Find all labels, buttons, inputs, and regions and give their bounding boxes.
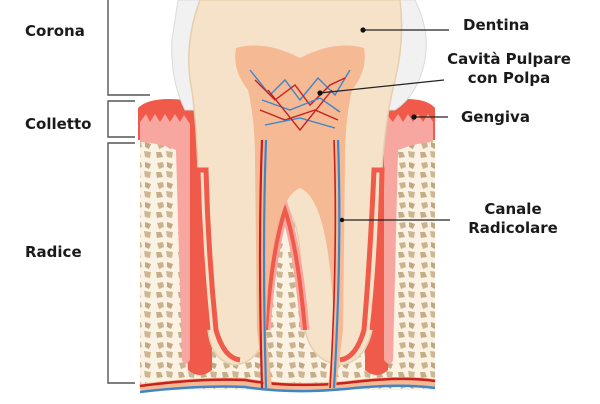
label-cavita-pulpare: Cavità Pulpare con Polpa (441, 50, 577, 88)
canale-pointer-dot (339, 217, 345, 223)
label-dentina: Dentina (463, 16, 530, 34)
brackets (107, 0, 150, 384)
gum-left (138, 99, 212, 375)
label-gengiva: Gengiva (461, 108, 530, 126)
gengiva-pointer-dot (411, 114, 417, 120)
label-radice: Radice (25, 243, 82, 261)
leader-lines (319, 29, 450, 221)
label-canale-radicolare: Canale Radicolare (460, 200, 566, 238)
label-cavita-line2: con Polpa (467, 69, 551, 87)
label-canale-line2: Radicolare (468, 219, 558, 237)
dentina-pointer-dot (360, 27, 366, 33)
label-corona: Corona (25, 22, 85, 40)
label-colletto: Colletto (25, 115, 92, 133)
cavita-pointer-dot (317, 90, 323, 96)
label-canale-line1: Canale (484, 200, 542, 218)
base-vessels (139, 376, 436, 394)
label-cavita-line1: Cavità Pulpare (447, 50, 571, 68)
pulp-chamber (235, 45, 365, 389)
